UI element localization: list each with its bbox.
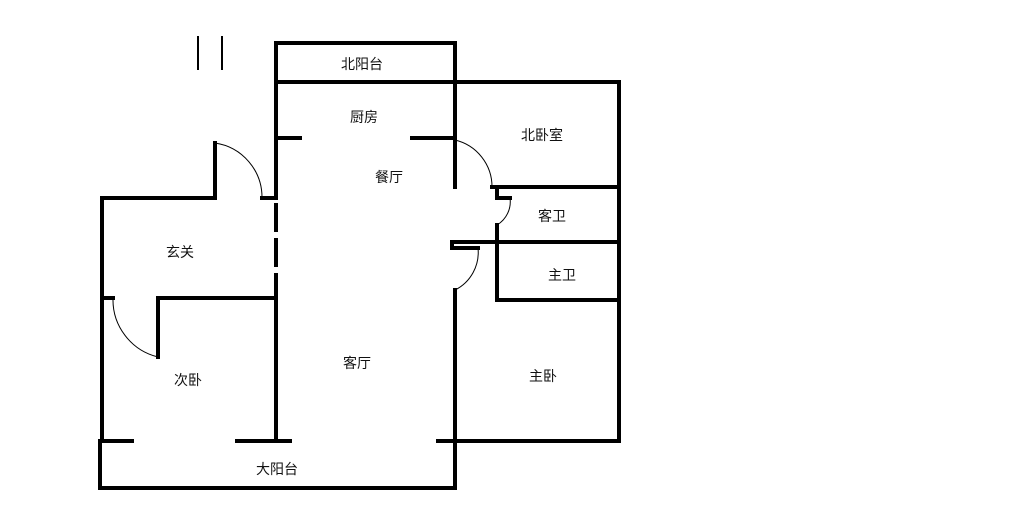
label-master-bedroom: 主卧 — [529, 369, 557, 385]
label-kitchen: 厨房 — [350, 110, 378, 126]
label-entrance-hall: 玄关 — [166, 244, 194, 261]
door-swings — [112, 139, 511, 358]
label-second-bedroom: 次卧 — [174, 373, 202, 389]
label-living-room: 客厅 — [343, 355, 371, 372]
room-labels: 北阳台 厨房 餐厅 北卧室 客卫 主卫 玄关 次卧 客厅 主卧 大阳台 — [166, 57, 576, 478]
label-north-balcony: 北阳台 — [341, 57, 383, 73]
label-guest-bathroom: 客卫 — [538, 208, 566, 225]
walls — [98, 36, 621, 490]
label-dining-room: 餐厅 — [375, 170, 403, 186]
label-north-bedroom: 北卧室 — [521, 127, 563, 144]
label-main-balcony: 大阳台 — [256, 462, 298, 478]
label-master-bathroom: 主卫 — [548, 268, 576, 284]
